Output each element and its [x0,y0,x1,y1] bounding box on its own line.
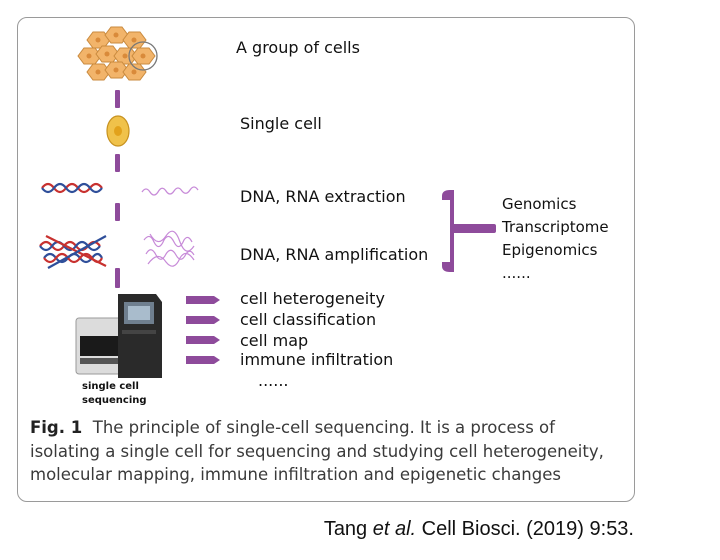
app-ellipsis: ...... [258,371,289,390]
citation-author: Tang [323,518,373,540]
amplified-dna-icon [39,235,107,269]
amplified-rna-icon [143,230,195,267]
caption-text: The principle of single-cell sequencing.… [30,418,604,484]
omics-epigenomics: Epigenomics [502,241,598,259]
omics-ellipsis: ...... [502,264,531,282]
app-cell-heterogeneity: cell heterogeneity [240,289,385,308]
label-group-of-cells: A group of cells [236,38,360,57]
process-flow-dashes [115,90,120,288]
dna-helix-icon [41,182,103,194]
omics-genomics: Genomics [502,195,577,213]
cell-group-icon [77,26,158,81]
omics-bracket [442,190,496,272]
application-arrows [186,296,220,364]
app-cell-map: cell map [240,331,309,350]
label-single-cell: Single cell [240,114,322,133]
app-cell-classification: cell classification [240,310,377,329]
figure-caption: Fig. 1 The principle of single-cell sequ… [30,416,630,487]
caption-fig-label: Fig. 1 [30,418,83,437]
single-cell-icon [106,115,130,147]
diagram-graphics [39,26,496,378]
app-immune-infiltration: immune infiltration [240,350,394,369]
figure-panel: A group of cells Single cell DNA, RNA ex… [17,17,635,502]
citation-rest: Cell Biosci. (2019) 9:53. [416,518,634,540]
sequencer-machine-icon [75,294,162,378]
label-extraction: DNA, RNA extraction [240,187,406,206]
machine-label-line2: sequencing [82,395,147,406]
machine-label-line1: single cell [82,381,139,392]
citation: Tang et al. Cell Biosci. (2019) 9:53. [324,518,634,541]
citation-etal: et al. [372,518,417,540]
rna-strand-icon [141,186,199,196]
omics-transcriptome: Transcriptome [502,218,609,236]
label-amplification: DNA, RNA amplification [240,245,429,264]
